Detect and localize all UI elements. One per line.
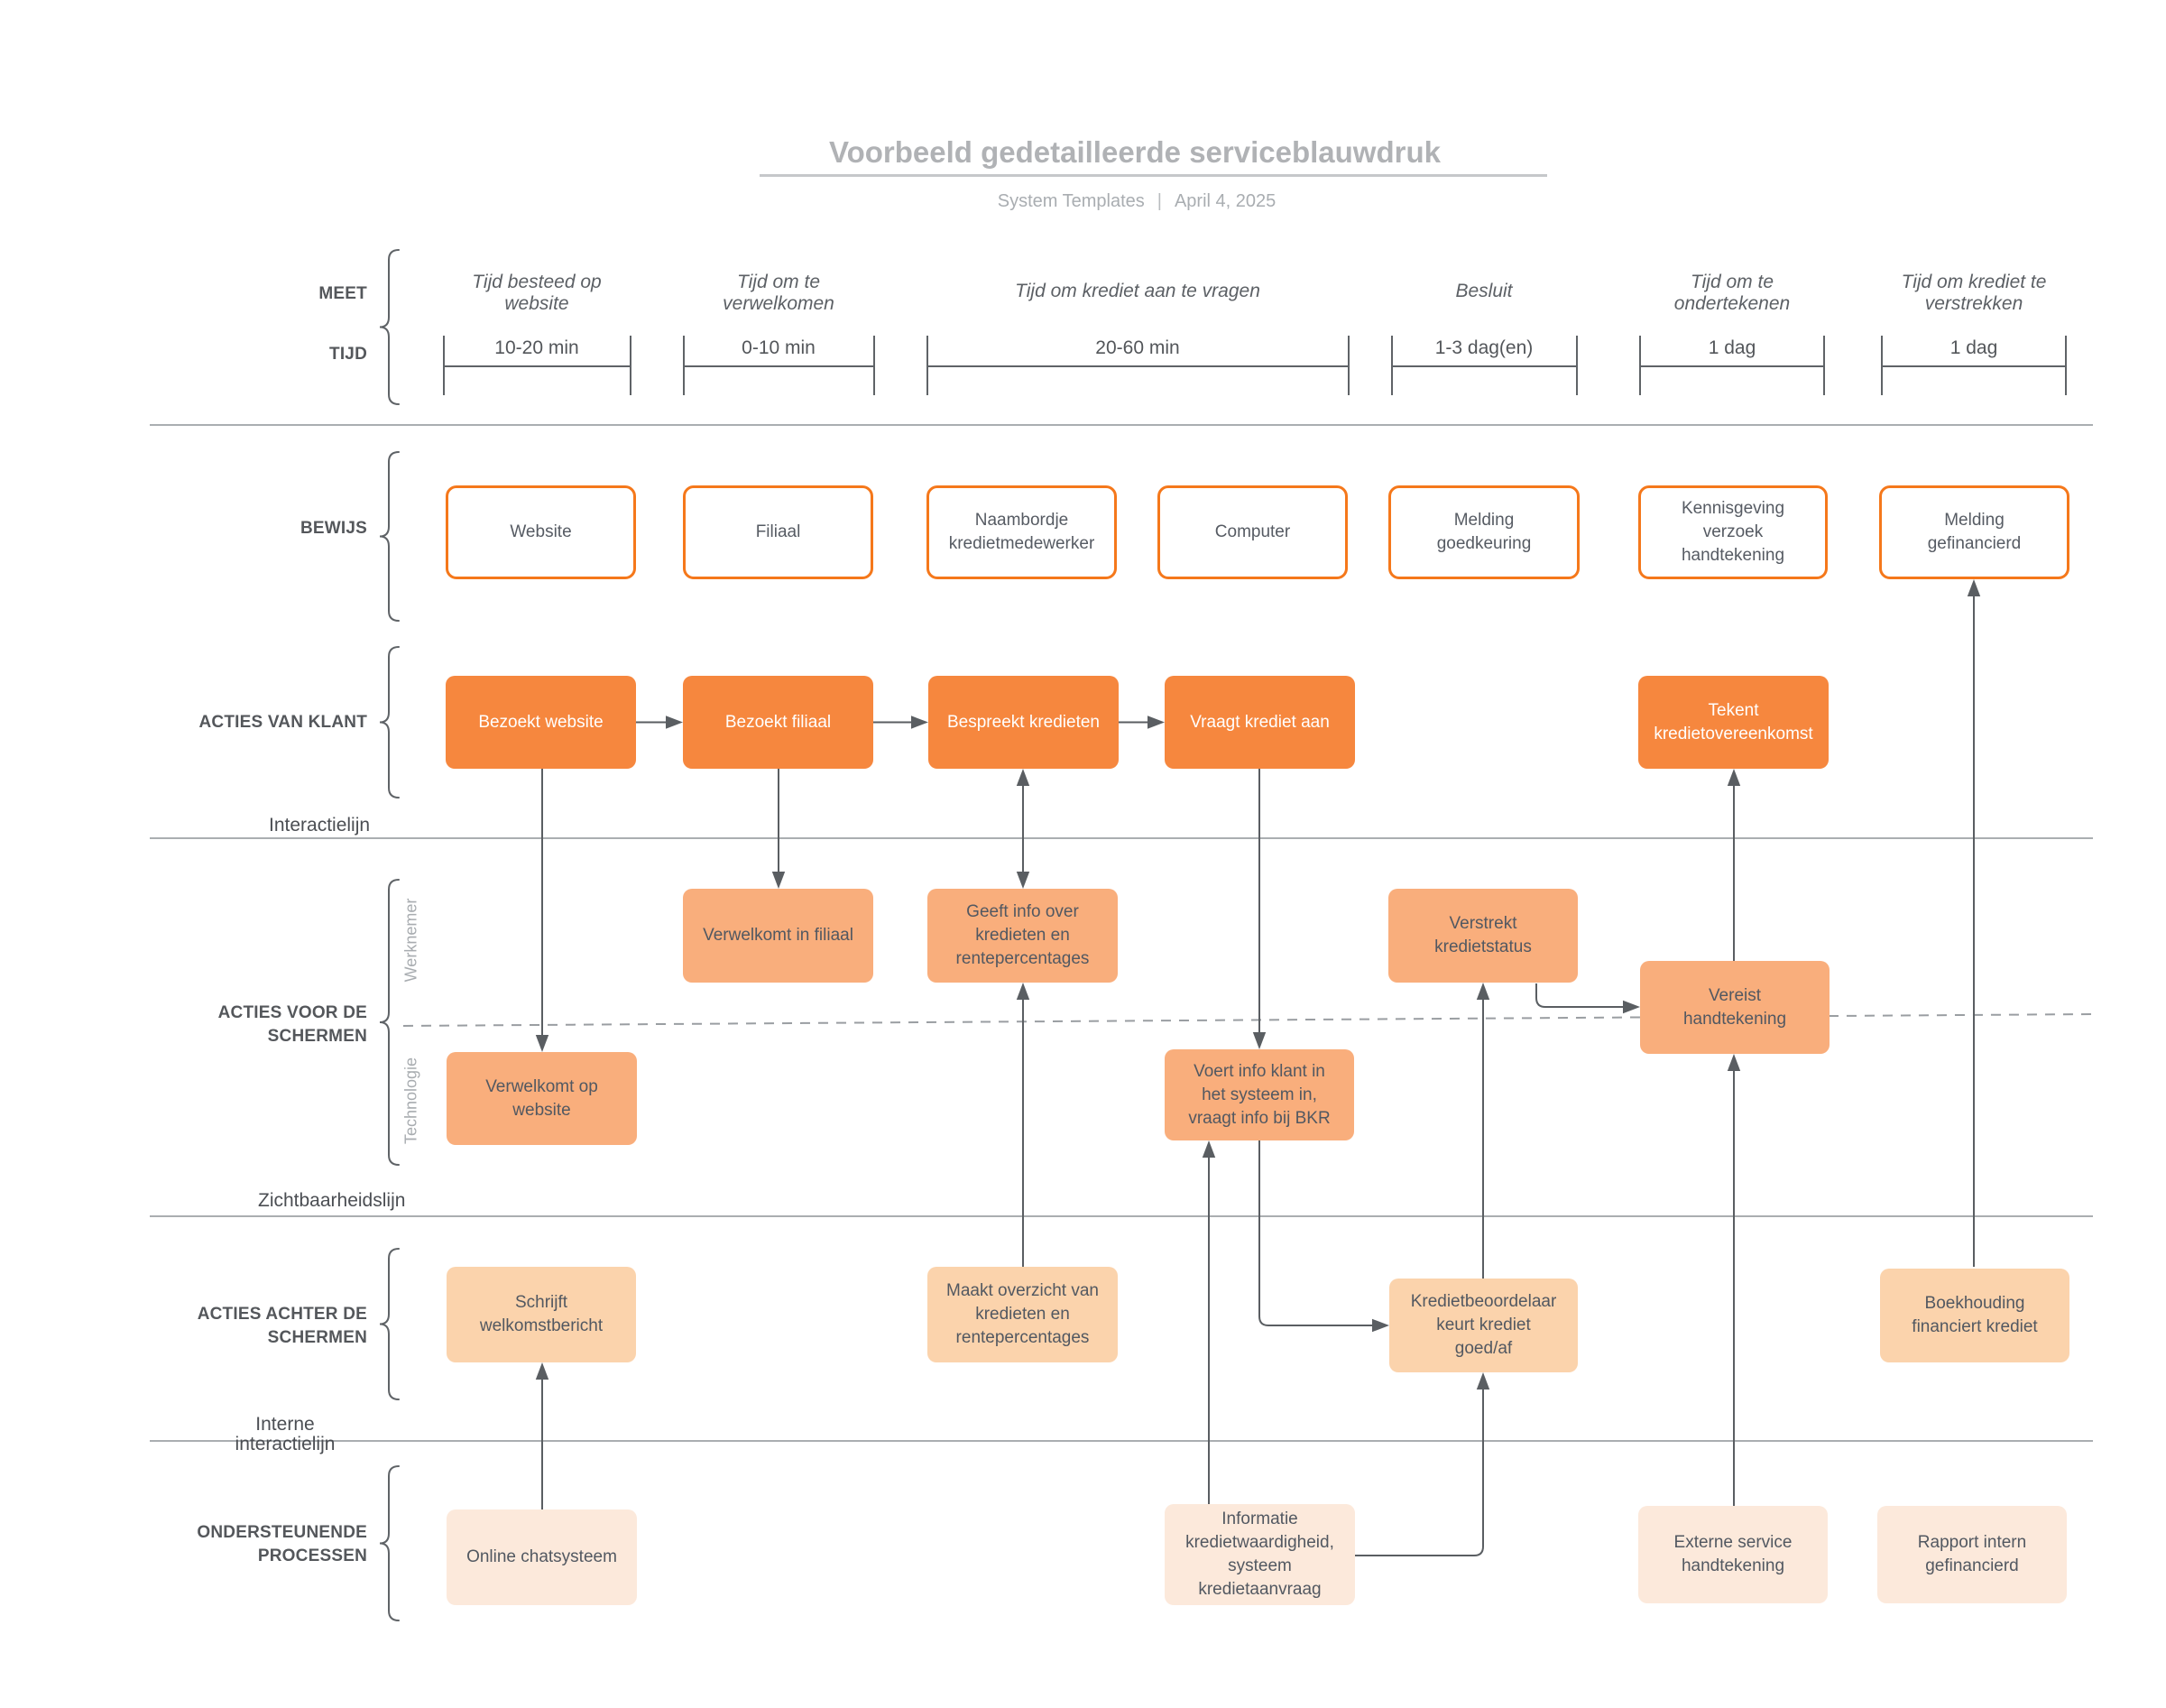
boundary-label-zichtbaarheidslijn: Zichtbaarheidslijn: [258, 1190, 406, 1211]
time-ruler-2: [683, 336, 875, 395]
customer-action-bezoekt-website[interactable]: Bezoekt website: [446, 676, 636, 769]
evidence-box-naambordje-kredietmedewerker[interactable]: Naambordje kredietmedewerker: [926, 485, 1117, 579]
arrow-vraagt-krediet-aan-to-voert-info-klant: [1252, 769, 1267, 1049]
time-label-3: 20-60 min: [1095, 337, 1180, 358]
time-label-6: 1 dag: [1949, 337, 1998, 358]
frontstage-box-verstrekt-kredietstatus[interactable]: Verstrekt kredietstatus: [1388, 889, 1578, 983]
time-ruler-5: [1639, 336, 1825, 395]
evidence-box-melding-gefinancierd[interactable]: Melding gefinancierd: [1879, 485, 2069, 579]
connectors: [535, 579, 1981, 1556]
lane-label-meet: MEET: [318, 284, 367, 303]
backstage-box-kredietbeoordelaar[interactable]: Kredietbeoordelaar keurt krediet goed/af: [1389, 1279, 1578, 1372]
sublane-label-technologie: Technologie: [401, 1057, 420, 1145]
time-ruler-3: [926, 336, 1350, 395]
arrow-boekhouding-to-melding-gefinancierd: [1967, 579, 1981, 1267]
arrow-bezoekt-filiaal-to-bespreekt-kredieten: [873, 716, 928, 729]
lane-label-ondersteunende-processen: ONDERSTEUNENDE PROCESSEN: [197, 1523, 367, 1565]
customer-action-vraagt-krediet-aan[interactable]: Vraagt krediet aan: [1165, 676, 1355, 769]
customer-action-bespreekt-kredieten[interactable]: Bespreekt kredieten: [928, 676, 1119, 769]
arrow-bezoekt-filiaal-to-verwelkomt-in-filiaal: [771, 769, 786, 889]
frontstage-box-vereist-handtekening[interactable]: Vereist handtekening: [1640, 961, 1830, 1054]
page-subtitle: System Templates | April 4, 2025: [776, 189, 1498, 213]
evidence-box-website[interactable]: Website: [446, 485, 636, 579]
frontstage-box-verwelkomt-in-filiaal[interactable]: Verwelkomt in filiaal: [683, 889, 873, 983]
frontstage-box-voert-info-klant-in[interactable]: Voert info klant in het systeem in, vraa…: [1165, 1049, 1354, 1140]
time-label-2: 0-10 min: [742, 337, 816, 358]
lane-label-acties-van-klant: ACTIES VAN KLANT: [198, 713, 367, 732]
brace-acties-achter-de-schermen: [379, 1248, 400, 1400]
arrow-vereist-handtekening-to-tekent-kredietovereenkomst: [1727, 769, 1741, 961]
arrow-online-chatsysteem-to-schrijft-welkomstbericht: [535, 1362, 549, 1510]
support-box-informatie-kredietwaardigheid[interactable]: Informatie kredietwaardigheid, systeem k…: [1165, 1504, 1355, 1605]
arrow-externe-service-to-vereist-handtekening: [1727, 1054, 1741, 1506]
lane-label-acties-achter-de-schermen: ACTIES ACHTER DE SCHERMEN: [197, 1305, 367, 1347]
lane-label-acties-voor-de-schermen: ACTIES VOOR DE SCHERMEN: [217, 1003, 367, 1046]
boundary-label-interne-interactielijn: Interne interactielijn: [235, 1414, 336, 1454]
measure-header-3: Tijd om krediet aan te vragen: [1015, 281, 1260, 301]
subtitle-divider: |: [1157, 191, 1162, 211]
sublane-label-werknemer: Werknemer: [401, 898, 420, 983]
evidence-box-melding-goedkeuring[interactable]: Melding goedkeuring: [1388, 485, 1580, 579]
brace-meet-tijd: [379, 249, 400, 405]
backstage-box-maakt-overzicht[interactable]: Maakt overzicht van kredieten en rentepe…: [927, 1267, 1118, 1362]
evidence-box-computer[interactable]: Computer: [1157, 485, 1348, 579]
frontstage-box-verwelkomt-op-website[interactable]: Verwelkomt op website: [447, 1052, 637, 1145]
evidence-box-kennisgeving-verzoek-handtekening[interactable]: Kennisgeving verzoek handtekening: [1638, 485, 1828, 579]
subtitle-date: April 4, 2025: [1174, 191, 1277, 211]
arrow-kredietbeoordelaar-to-verstrekt-kredietstatus: [1476, 983, 1490, 1279]
support-box-externe-service-handtekening[interactable]: Externe service handtekening: [1638, 1506, 1828, 1603]
time-ruler-1: [443, 336, 631, 395]
backstage-box-schrijft-welkomstbericht[interactable]: Schrijft welkomstbericht: [447, 1267, 636, 1362]
frontstage-box-geeft-info-over-kredieten[interactable]: Geeft info over kredieten en rentepercen…: [927, 889, 1118, 983]
lane-braces: [379, 249, 400, 1621]
boundary-label-interactielijn: Interactielijn: [269, 815, 371, 836]
measure-header-2: Tijd om te verwelkomen: [723, 272, 834, 314]
backstage-box-boekhouding-financiert-krediet[interactable]: Boekhouding financiert krediet: [1880, 1269, 2069, 1362]
arrow-bespreekt-kredieten-geeft-info-double: [1016, 769, 1030, 889]
page-title: Voorbeeld gedetailleerde serviceblauwdru…: [829, 135, 1441, 169]
lane-label-tijd: TIJD: [329, 345, 367, 364]
time-rulers: [443, 336, 2067, 395]
arrow-bezoekt-website-to-bezoekt-filiaal: [636, 716, 683, 729]
brace-acties-voor-de-schermen: [379, 879, 400, 1166]
time-ruler-4: [1391, 336, 1578, 395]
arrow-bezoekt-website-to-verwelkomt-op-website: [535, 769, 549, 1052]
customer-action-tekent-kredietovereenkomst[interactable]: Tekent kredietovereenkomst: [1638, 676, 1829, 769]
brace-bewijs: [379, 451, 400, 622]
arrow-bespreekt-kredieten-to-vraagt-krediet-aan: [1119, 716, 1165, 729]
measure-header-1: Tijd besteed op website: [472, 272, 602, 314]
support-box-online-chatsysteem[interactable]: Online chatsysteem: [447, 1510, 637, 1605]
subtitle-source: System Templates: [997, 191, 1145, 211]
measure-header-4: Besluit: [1455, 281, 1513, 301]
employee-technology-divider-dashed: [402, 1013, 2094, 1027]
elbow-verstrekt-kredietstatus-to-vereist-handtekening: [1535, 983, 1640, 1014]
arrow-maakt-overzicht-to-geeft-info: [1016, 983, 1030, 1267]
time-label-4: 1-3 dag(en): [1434, 337, 1534, 358]
lane-label-bewijs: BEWIJS: [300, 519, 367, 538]
brace-ondersteunende-processen: [379, 1465, 400, 1621]
time-label-1: 10-20 min: [494, 337, 579, 358]
time-label-5: 1 dag: [1708, 337, 1756, 358]
arrow-informatie-kredietwaardigheid-to-voert-info-klant: [1202, 1140, 1216, 1504]
brace-acties-van-klant: [379, 646, 400, 799]
customer-action-bezoekt-filiaal[interactable]: Bezoekt filiaal: [683, 676, 873, 769]
elbow-informatie-kredietwaardigheid-to-kredietbeoordelaar: [1355, 1372, 1490, 1556]
time-ruler-6: [1881, 336, 2067, 395]
measure-header-6: Tijd om krediet te verstrekken: [1901, 272, 2047, 314]
elbow-voert-info-klant-to-kredietbeoordelaar: [1258, 1140, 1389, 1333]
evidence-box-filiaal[interactable]: Filiaal: [683, 485, 873, 579]
support-box-rapport-intern-gefinancierd[interactable]: Rapport intern gefinancierd: [1877, 1506, 2067, 1603]
measure-header-5: Tijd om te ondertekenen: [1673, 272, 1791, 314]
